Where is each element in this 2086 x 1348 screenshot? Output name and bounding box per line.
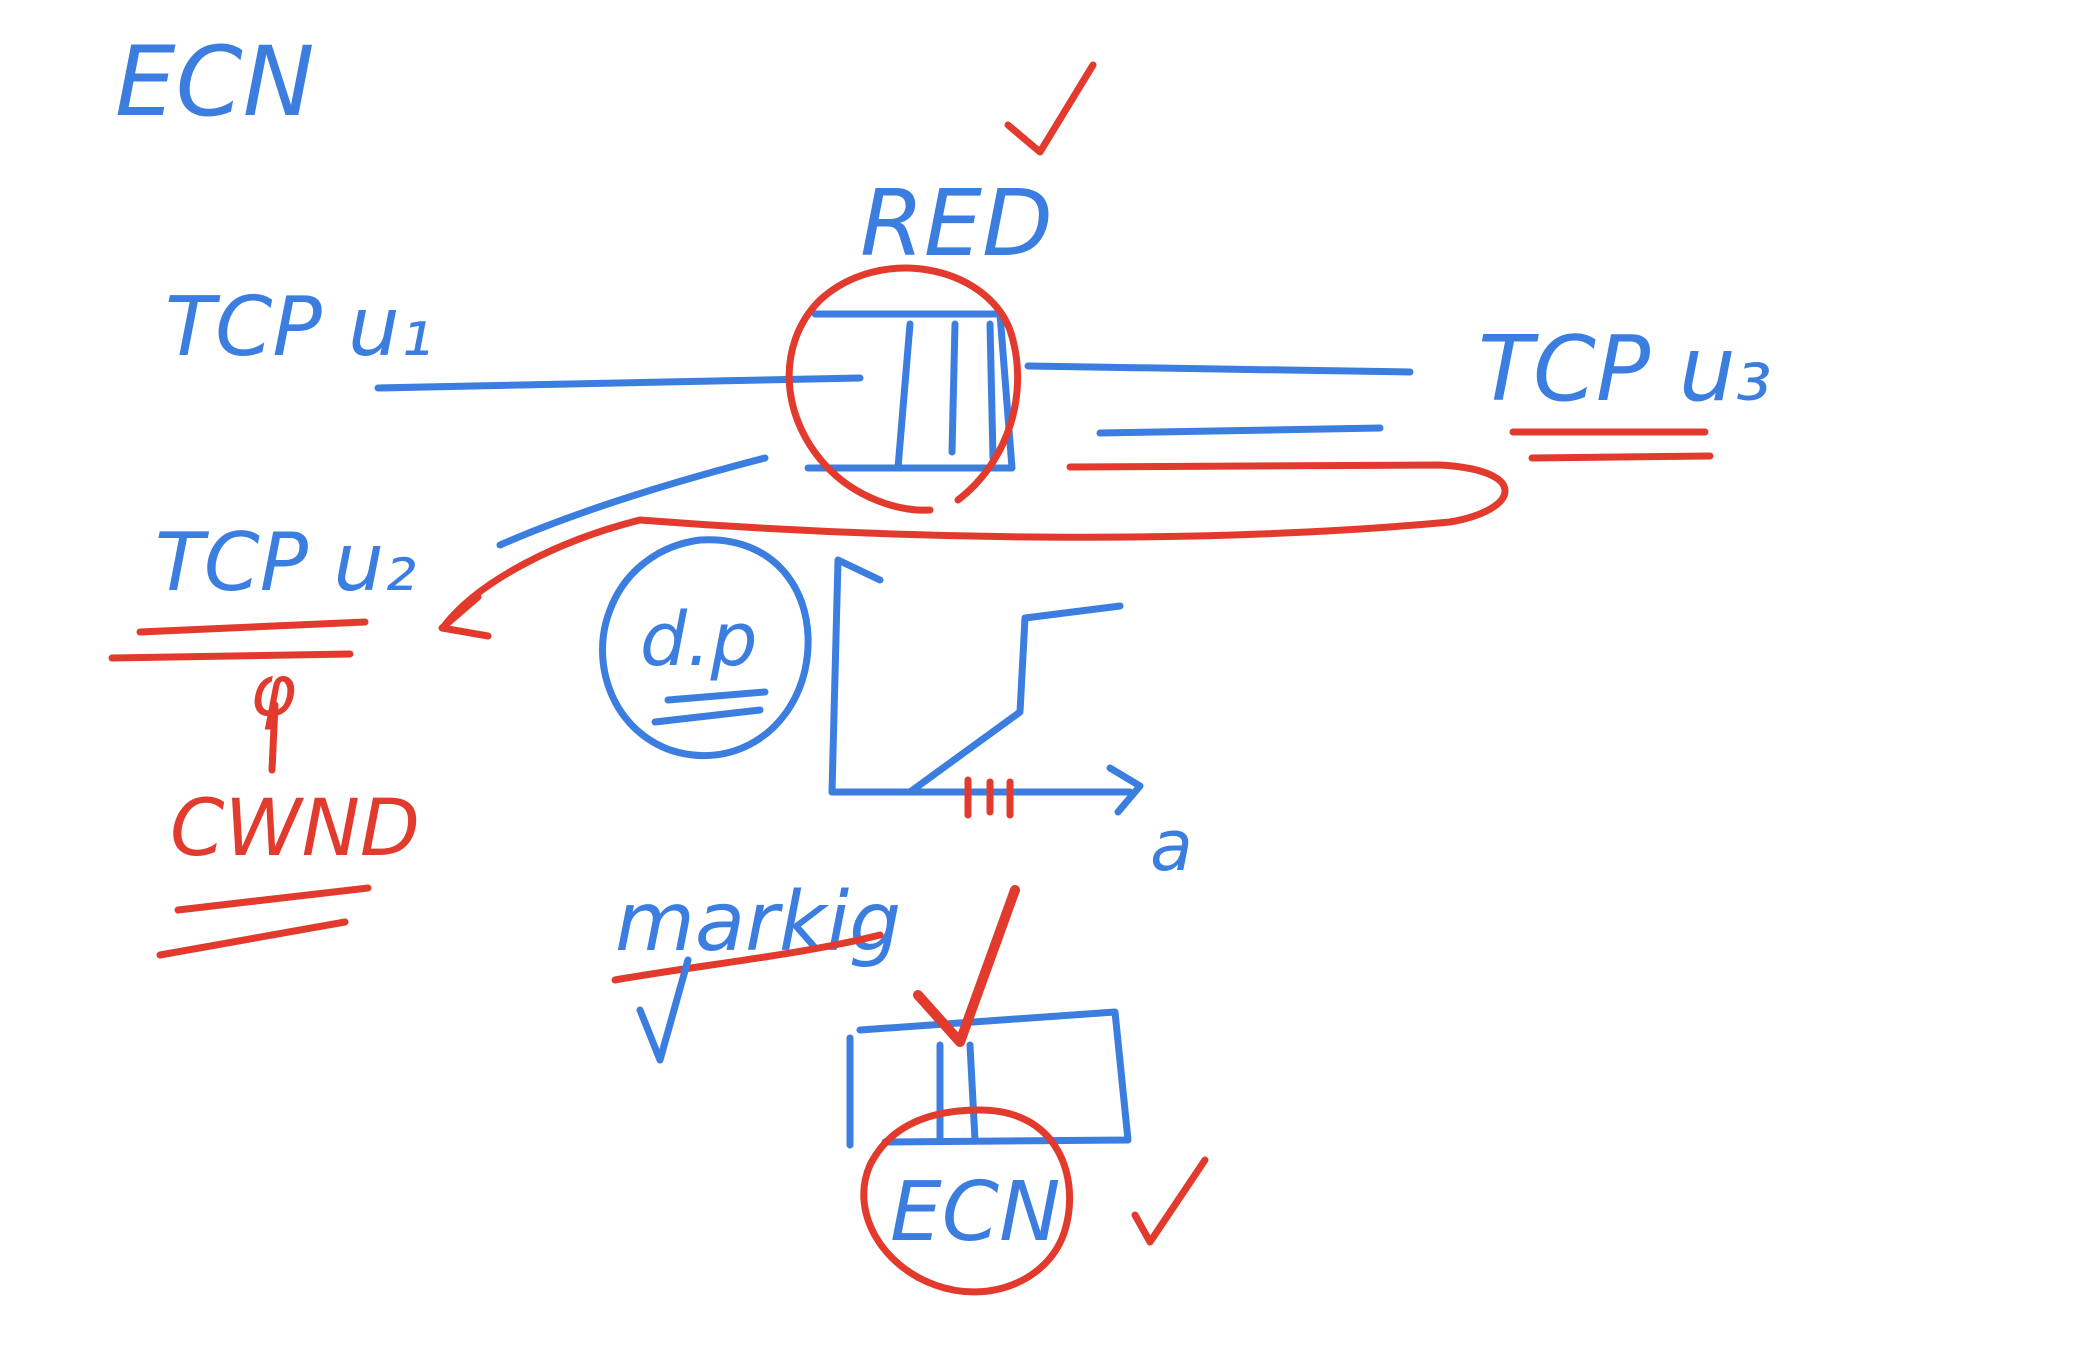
red-highlight-circle: [785, 264, 1022, 514]
link-queue-u3: [1024, 362, 1414, 437]
link-u1-queue: [374, 374, 864, 392]
dp-circle: [599, 536, 812, 760]
x-axis-label: a: [1150, 805, 1193, 887]
tcp-u2-underline: [108, 618, 369, 662]
checkmark-marking: [636, 956, 692, 1064]
marking-curve-arrowhead: [1106, 764, 1144, 816]
tcp-u3-label: TCP u₃: [1478, 317, 1772, 422]
tcp-u3-underline: [1509, 428, 1714, 462]
checkmark-top: [1004, 61, 1097, 156]
phi-stem: [268, 701, 279, 774]
ecn-bottom-label: ECN: [890, 1165, 1060, 1260]
title-ecn: ECN: [115, 26, 315, 138]
axis-ticks: [964, 776, 1014, 819]
tcp-u2-label: TCP u₂: [155, 516, 416, 609]
feedback-arrowhead: [438, 593, 492, 640]
marking-curve-y-axis: [828, 556, 884, 796]
dp-underline: [651, 688, 769, 726]
checkmark-red-large: [913, 885, 1020, 1047]
ecn-queue: [846, 1008, 1132, 1149]
cwnd-label: CWND: [170, 784, 420, 874]
cwnd-underline: [156, 884, 372, 959]
marking-underline: [611, 931, 884, 984]
tcp-u1-label: TCP u₁: [165, 280, 433, 375]
marking-probability-curve: [906, 602, 1124, 796]
marking-label: markig: [615, 875, 901, 970]
ecn-feedback-path: [441, 461, 1509, 629]
link-queue-u2: [496, 454, 769, 549]
red-label: RED: [860, 170, 1053, 277]
ecn-circle: [860, 1106, 1074, 1296]
dp-label: d.p: [640, 597, 757, 683]
red-queue: [804, 310, 1016, 472]
checkmark-ecn: [1131, 1156, 1209, 1246]
